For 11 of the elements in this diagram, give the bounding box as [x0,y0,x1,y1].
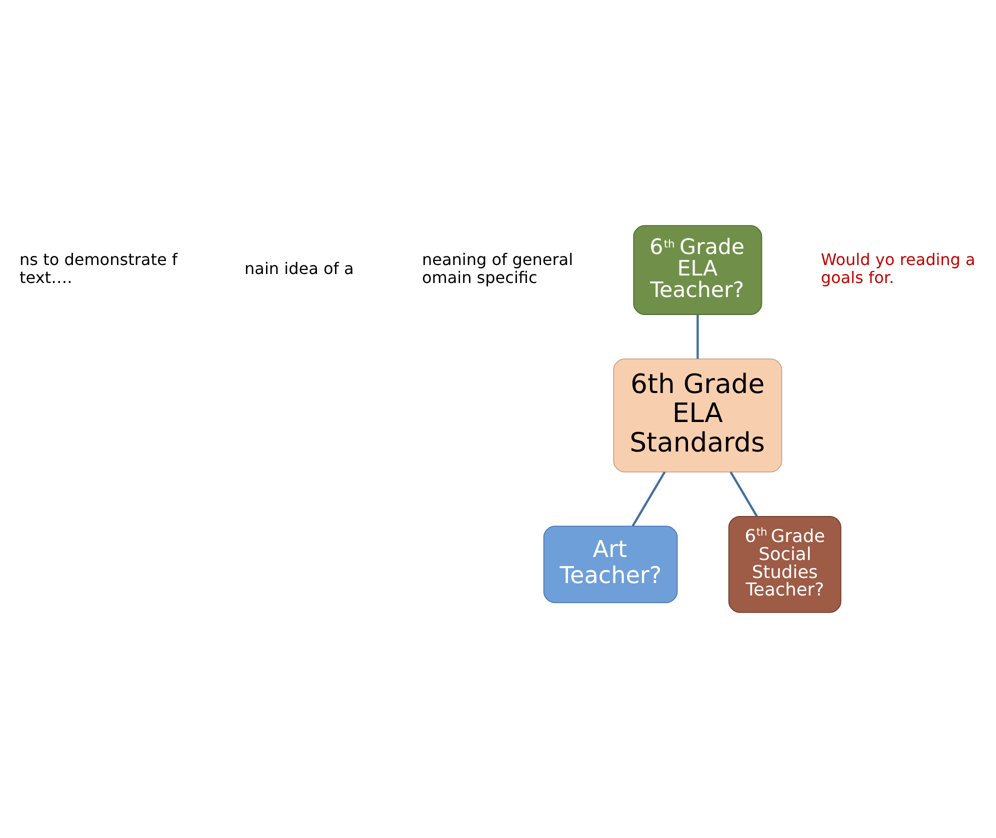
label: ns to demonstrate f text…. [20,250,178,287]
connector [632,471,666,527]
connector [696,314,699,359]
label: neaning of general omain specific [422,250,574,287]
node-box: Art Teacher? [543,526,678,604]
connector [730,471,758,517]
label: Would yo reading a goals for. [820,250,976,287]
label: nain idea of a [244,258,354,278]
node-box: 6$^{th}$ Grade Social Studies Teacher? [728,516,842,613]
node-box: 6$^{th}$ Grade ELA Teacher? [633,225,762,315]
node-box: 6th Grade ELA Standards [613,358,782,472]
